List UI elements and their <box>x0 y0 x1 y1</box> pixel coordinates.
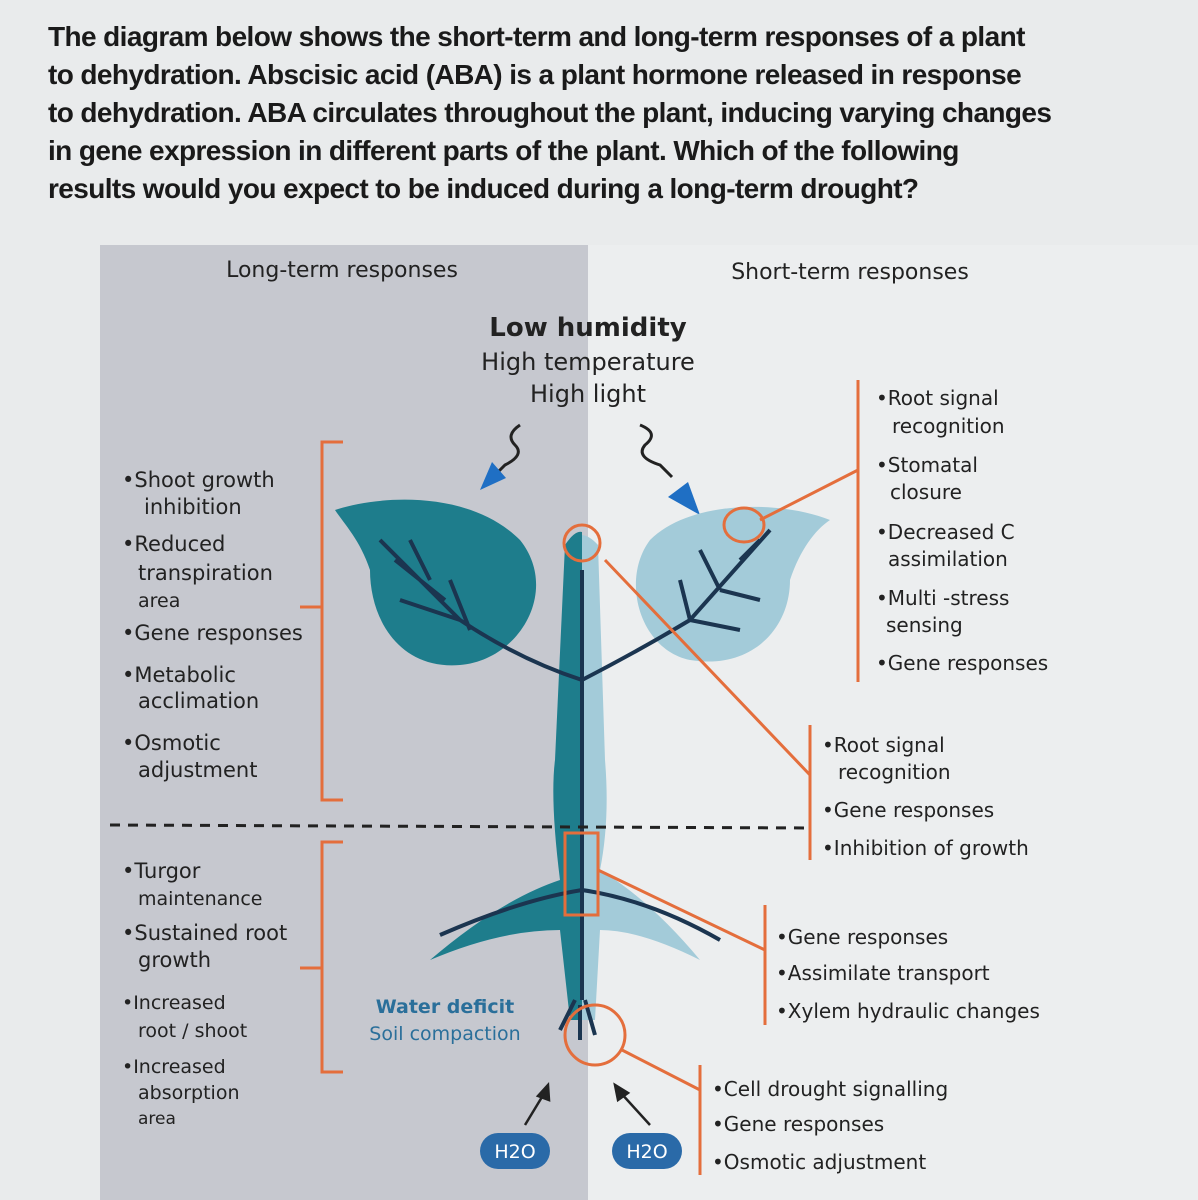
water-uptake-arrow-icon <box>523 1081 651 1126</box>
light-arrow-icon <box>480 423 521 490</box>
list-item: •Assimilate transport <box>776 961 990 985</box>
water-deficit-label: Water deficit <box>376 996 514 1018</box>
light-arrow-icon <box>639 423 700 515</box>
list-item: sensing <box>886 613 963 637</box>
question-line: results would you expect to be induced d… <box>48 173 919 204</box>
long-term-lower-list: •Turgor maintenance •Sustained root grow… <box>122 859 287 1129</box>
list-item: •Gene responses <box>122 621 303 645</box>
orange-callouts <box>300 380 860 1175</box>
short-term-shoot-list: •Root signal recognition •Gene responses… <box>822 733 1029 860</box>
list-item: recognition <box>838 760 951 784</box>
list-item: •Cell drought signalling <box>712 1077 948 1101</box>
soil-compaction-label: Soil compaction <box>369 1023 520 1045</box>
list-item: area <box>138 590 180 612</box>
long-term-upper-list: •Shoot growth inhibition •Reduced transp… <box>122 468 303 782</box>
list-item: •Root signal <box>822 733 945 757</box>
list-item: inhibition <box>144 495 242 519</box>
short-term-stem-list: •Gene responses •Assimilate transport •X… <box>776 925 1040 1023</box>
dashed-divider <box>109 823 811 830</box>
condition-high-light: High light <box>530 380 646 408</box>
list-item: •Stomatal <box>876 453 978 477</box>
short-term-leaf-list: •Root signal recognition •Stomatal closu… <box>876 386 1048 675</box>
veins <box>378 528 772 1040</box>
condition-high-temperature: High temperature <box>481 348 695 376</box>
list-item: •Reduced <box>122 532 225 556</box>
list-item: maintenance <box>138 888 262 910</box>
list-item: •Osmotic <box>122 731 221 755</box>
question-line: in gene expression in different parts of… <box>48 135 959 166</box>
list-item: root / shoot <box>138 1020 247 1042</box>
water-molecule-icon: H2O <box>612 1133 682 1169</box>
list-item: growth <box>138 948 211 972</box>
list-item: •Osmotic adjustment <box>712 1150 926 1174</box>
list-item: •Xylem hydraulic changes <box>776 999 1040 1023</box>
list-item: adjustment <box>138 758 257 782</box>
long-term-panel <box>100 245 588 1200</box>
list-item: •Increased <box>122 1056 226 1078</box>
short-term-heading: Short-term responses <box>731 260 969 285</box>
list-item: •Gene responses <box>876 651 1048 675</box>
list-item: absorption <box>138 1082 240 1104</box>
h2o-label: H2O <box>494 1141 535 1163</box>
list-item: •Metabolic <box>122 663 236 687</box>
list-item: •Multi -stress <box>876 586 1009 610</box>
list-item: •Shoot growth <box>122 468 275 492</box>
list-item: recognition <box>892 414 1005 438</box>
list-item: •Decreased C <box>876 520 1015 544</box>
list-item: assimilation <box>888 547 1008 571</box>
question-line: to dehydration. ABA circulates throughou… <box>48 97 1052 128</box>
list-item: •Gene responses <box>776 925 948 949</box>
question-line: to dehydration. Abscisic acid (ABA) is a… <box>48 59 1022 90</box>
list-item: •Increased <box>122 992 226 1014</box>
condition-low-humidity: Low humidity <box>489 313 686 343</box>
list-item: •Inhibition of growth <box>822 836 1029 860</box>
list-item: acclimation <box>138 689 259 713</box>
h2o-label: H2O <box>626 1141 667 1163</box>
list-item: •Sustained root <box>122 921 287 945</box>
long-term-heading: Long-term responses <box>226 258 458 283</box>
list-item: area <box>138 1109 176 1129</box>
list-item: transpiration <box>138 561 273 585</box>
list-item: closure <box>890 480 962 504</box>
list-item: •Root signal <box>876 386 999 410</box>
list-item: •Gene responses <box>712 1112 884 1136</box>
question-line: The diagram below shows the short-term a… <box>48 21 1025 52</box>
list-item: •Gene responses <box>822 798 994 822</box>
short-term-root-list: •Cell drought signalling •Gene responses… <box>712 1077 948 1174</box>
list-item: •Turgor <box>122 859 201 883</box>
left-leaf <box>335 499 537 666</box>
short-term-panel <box>588 245 1198 1200</box>
water-molecule-icon: H2O <box>480 1133 550 1169</box>
question-text: The diagram below shows the short-term a… <box>48 18 1168 208</box>
